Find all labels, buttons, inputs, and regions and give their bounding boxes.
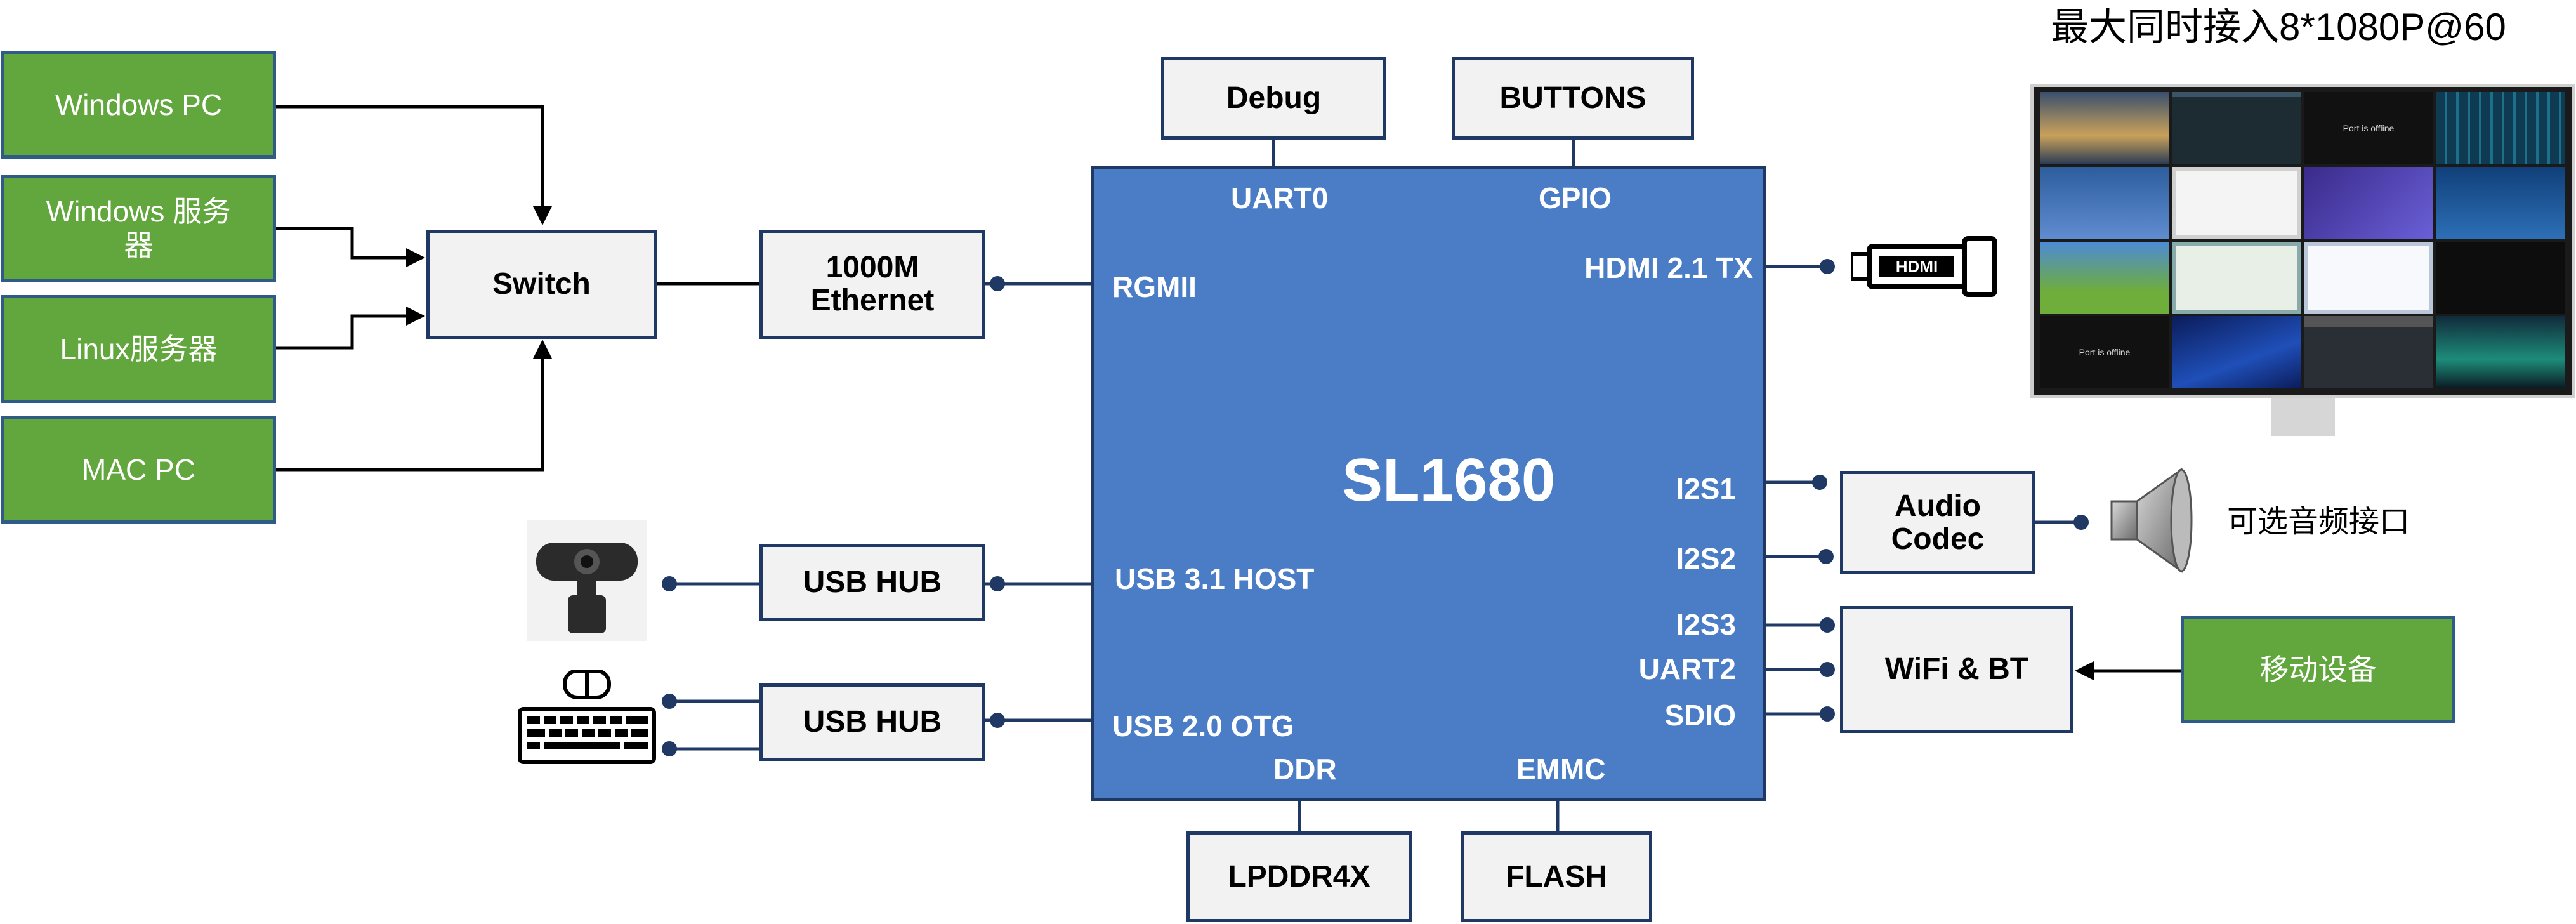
debug-box: Debug xyxy=(1161,57,1386,140)
source-label: Windows 服务器 xyxy=(46,195,232,262)
dot-hdmi xyxy=(1820,259,1835,274)
screen-tile: Port is offline xyxy=(2040,316,2169,388)
screen-tile xyxy=(2304,241,2433,314)
dot-usb31 xyxy=(990,576,1005,591)
buttons-label: BUTTONS xyxy=(1499,81,1646,115)
audio-codec-box: Audio Codec xyxy=(1840,471,2035,574)
wire-linux-switch xyxy=(276,307,425,350)
screen-tile xyxy=(2304,316,2433,388)
monitor-stand xyxy=(2271,398,2335,436)
hdmi-plug-icon: HDMI xyxy=(1851,236,1997,297)
audio-codec-label: Audio Codec xyxy=(1891,489,1985,556)
source-windows-pc: Windows PC xyxy=(1,51,276,159)
dot-i2s1 xyxy=(1812,475,1827,490)
dot-keyboard-1 xyxy=(662,694,677,709)
flash-box: FLASH xyxy=(1461,831,1652,922)
usb-hub-label: USB HUB xyxy=(803,705,942,739)
dot-codec xyxy=(2073,515,2089,530)
wire-windows-pc-switch xyxy=(276,105,552,225)
mobile-device-label: 移动设备 xyxy=(2259,653,2377,686)
port-i2s2: I2S2 xyxy=(1676,542,1736,575)
flash-label: FLASH xyxy=(1506,859,1607,894)
source-windows-server: Windows 服务器 xyxy=(1,175,276,282)
screen-tile xyxy=(2040,166,2169,239)
screen-tile xyxy=(2172,92,2301,164)
port-i2s1: I2S1 xyxy=(1676,472,1736,505)
port-ddr: DDR xyxy=(1273,753,1337,786)
webcam-icon xyxy=(527,520,647,641)
ethernet-label: 1000M Ethernet xyxy=(810,251,935,317)
dot-rgmii xyxy=(990,276,1005,291)
source-label: Linux服务器 xyxy=(60,333,218,366)
dot-webcam xyxy=(662,576,677,591)
lpddr-box: LPDDR4X xyxy=(1186,831,1412,922)
mobile-device-box: 移动设备 xyxy=(2181,616,2455,723)
screen-tile xyxy=(2304,166,2433,239)
port-uart0: UART0 xyxy=(1231,182,1329,214)
monitor: Port is offline Port is offline xyxy=(2030,84,2575,398)
port-usb31: USB 3.1 HOST xyxy=(1115,562,1315,595)
chip-name: SL1680 xyxy=(1342,446,1556,514)
screen-tile xyxy=(2040,241,2169,314)
port-uart2: UART2 xyxy=(1638,652,1736,685)
switch-label: Switch xyxy=(492,267,591,301)
ethernet-box: 1000M Ethernet xyxy=(759,230,985,339)
screen-tile xyxy=(2436,166,2565,239)
port-usb20: USB 2.0 OTG xyxy=(1112,710,1294,742)
wifi-bt-box: WiFi & BT xyxy=(1840,606,2073,733)
optional-audio-label: 可选音频接口 xyxy=(2227,505,2410,539)
debug-label: Debug xyxy=(1226,81,1322,115)
monitor-screen: Port is offline Port is offline xyxy=(2040,92,2565,388)
hdmi-logo-text: HDMI xyxy=(1896,257,1938,276)
usb-hub-bottom: USB HUB xyxy=(759,683,985,761)
dot-uart2 xyxy=(1820,662,1835,677)
port-emmc: EMMC xyxy=(1516,753,1606,786)
keyboard-mouse-icon xyxy=(518,670,656,764)
screen-tile xyxy=(2436,92,2565,164)
usb-hub-label: USB HUB xyxy=(803,565,942,599)
dot-i2s3 xyxy=(1820,617,1835,633)
port-sdio: SDIO xyxy=(1664,699,1736,732)
port-rgmii: RGMII xyxy=(1112,270,1197,303)
source-mac-pc: MAC PC xyxy=(1,416,276,524)
screen-tile xyxy=(2436,241,2565,314)
dot-usb20 xyxy=(990,713,1005,728)
monitor-title: 最大同时接入8*1080P@60 xyxy=(2051,6,2506,48)
dot-keyboard-2 xyxy=(662,741,677,756)
source-label: MAC PC xyxy=(82,453,195,486)
speaker-icon xyxy=(2110,468,2193,573)
source-label: Windows PC xyxy=(55,88,223,121)
lpddr-label: LPDDR4X xyxy=(1228,859,1370,894)
wifi-bt-label: WiFi & BT xyxy=(1884,652,2029,686)
screen-tile xyxy=(2040,92,2169,164)
switch-box: Switch xyxy=(426,230,657,339)
screen-tile: Port is offline xyxy=(2304,92,2433,164)
port-gpio: GPIO xyxy=(1539,182,1612,214)
screen-tile xyxy=(2172,166,2301,239)
usb-hub-top: USB HUB xyxy=(759,544,985,621)
dot-sdio xyxy=(1820,706,1835,722)
source-linux-server: Linux服务器 xyxy=(1,295,276,403)
screen-tile xyxy=(2172,316,2301,388)
port-i2s3: I2S3 xyxy=(1676,608,1736,641)
wire-mac-switch xyxy=(276,340,552,472)
buttons-box: BUTTONS xyxy=(1452,57,1694,140)
wire-windows-server-switch xyxy=(276,227,425,267)
soc-chip: SL1680 UART0 GPIO RGMII HDMI 2.1 TX I2S1… xyxy=(1091,166,1766,801)
screen-tile xyxy=(2436,316,2565,388)
dot-i2s2 xyxy=(1818,549,1834,564)
port-hdmi: HDMI 2.1 TX xyxy=(1584,251,1753,284)
screen-tile xyxy=(2172,241,2301,314)
